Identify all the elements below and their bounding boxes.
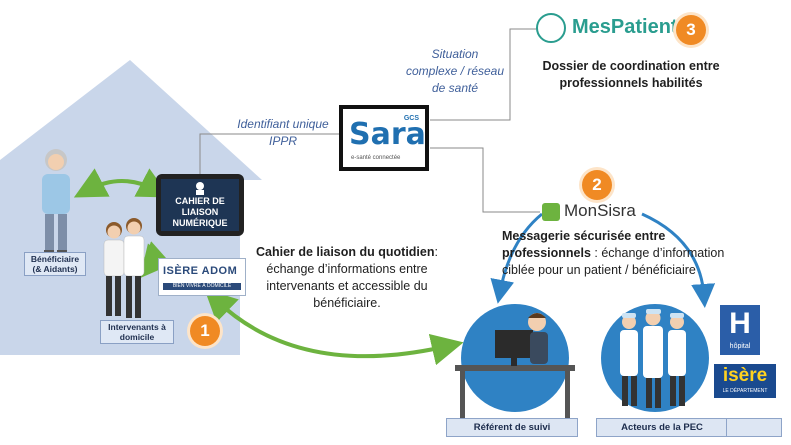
badge-1: 1 — [190, 316, 220, 346]
isere-department-logo: isère LE DÉPARTEMENT — [714, 364, 776, 398]
referent-illustration — [455, 304, 575, 419]
mespatients-icon — [536, 13, 566, 43]
isere-adom-logo: ISÈRE ADOM BIEN VIVRE À DOMICILE — [158, 258, 246, 296]
badge-3: 3 — [676, 15, 706, 45]
monsisra-icon — [542, 203, 560, 221]
carers-figure — [103, 218, 145, 318]
arrow-monsisra-acteurs — [641, 212, 716, 308]
cahier-description: Cahier de liaison du quotidien: échange … — [252, 244, 442, 312]
mespatients-caption: Situation complexe / réseau de santé — [405, 47, 505, 95]
isere-logo-text: isère — [722, 365, 768, 386]
tablet-device — [156, 174, 244, 236]
sara-logo-text: Sara — [349, 117, 426, 152]
sara-logo: Sara GCS e-santé connectée — [339, 105, 429, 171]
cahier-title-rest: : échange d’informations entre intervena… — [266, 245, 438, 310]
acteurs-label: Acteurs de la PEC — [596, 418, 728, 437]
monsisra-title-rest: : échange d’information ciblée pour un p… — [502, 246, 725, 277]
mespatients-logo: MesPatients — [572, 16, 689, 38]
line-sara-to-monsisra — [430, 147, 540, 213]
sara-gcs: GCS — [403, 115, 419, 122]
arrow-home-to-referent — [204, 288, 464, 366]
hospital-logo: H hôpital — [720, 305, 760, 355]
mespatients-title: Dossier de coordination entre profession… — [542, 59, 720, 90]
sara-caption: Identifiant unique IPPR — [237, 117, 329, 148]
monsisra-description: Messagerie sécurisée entre professionnel… — [502, 228, 742, 279]
line-sara-to-mespatients — [430, 28, 538, 121]
beneficiary-label: Bénéficiaire (& Aidants) — [24, 252, 86, 276]
arrow-monsisra-referent — [490, 212, 543, 304]
carers-label: Intervenants à domicile — [100, 320, 174, 344]
isere-logo-sub: LE DÉPARTEMENT — [722, 388, 768, 394]
acteurs-illustration — [601, 304, 709, 412]
sara-tagline: e-santé connectée — [351, 155, 401, 161]
isere-adom-logo-text: ISÈRE ADOM — [163, 265, 238, 277]
line-tablet-to-sara — [199, 133, 340, 175]
isere-adom-tagline: BIEN VIVRE À DOMICILE — [163, 283, 241, 290]
referent-label: Référent de suivi — [446, 418, 578, 437]
monsisra-title-bold: Messagerie sécurisée entre professionnel… — [502, 229, 666, 260]
hospital-letter: H — [729, 307, 751, 340]
hospital-word: hôpital — [729, 343, 751, 350]
acteurs-footer-tail — [726, 418, 782, 437]
tablet-text: CAHIER DE LIAISON NUMÉRIQUE — [172, 196, 228, 228]
cahier-title-bold: Cahier de liaison du quotidien — [256, 245, 435, 259]
monsisra-logo: MonSisra — [564, 201, 636, 220]
arrow-beneficiary-tablet — [73, 168, 171, 198]
badge-2: 2 — [582, 170, 612, 200]
